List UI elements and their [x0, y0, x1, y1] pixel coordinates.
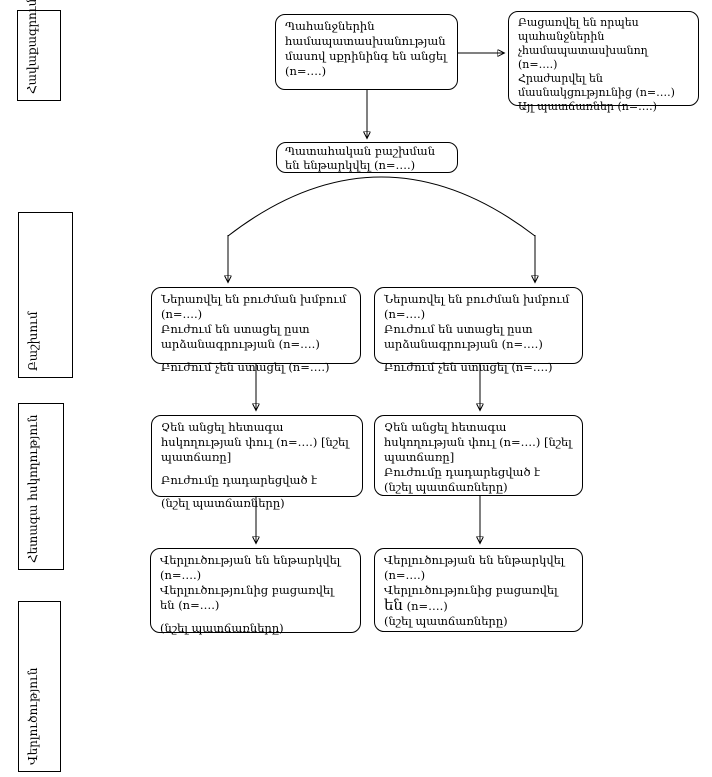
followup-left-line-1: Չեն անցել հետագա հսկողության փուլ (n=….)… [161, 420, 349, 464]
analysis-left-line-1: Վերլուծության են ենթարկվել (n=….) [160, 553, 341, 582]
analysis-right-line-1: Վերլուծության են ենթարկվել (n=….) [384, 553, 565, 582]
stage-label-followup: Հետագա հսկողություն [26, 414, 40, 563]
excluded-line-3: Այլ պատճառներ (n=….) [518, 100, 657, 113]
followup-right-line-1: Չեն անցել հետագա հսկողության փուլ (n=….)… [384, 420, 572, 464]
followup-left-line-3: (նշել պատճառները) [161, 496, 285, 510]
allocation-left-line-3: Բուժում չեն ստացել (n=….) [161, 360, 330, 374]
followup-right-line-3: (նշել պատճառները) [384, 480, 508, 494]
analysis-left-line-2: Վերլուծությունից բացառվել են (n=….) [160, 583, 334, 612]
randomized-box: Պատահական բաշխման են ենթարկվել (n=….) [276, 142, 458, 173]
allocation-right-box: Ներառվել են բուժման խմբում (n=….) Բուժու… [374, 287, 583, 374]
analysis-left-box: Վերլուծության են ենթարկվել (n=….) Վերլու… [150, 548, 361, 635]
followup-left-box: Չեն անցել հետագա հսկողության փուլ (n=….)… [151, 415, 363, 510]
analysis-right-line-2-pre: Վերլուծությունից բացառվել [384, 583, 558, 597]
excluded-box: Բացառվել են որպես պահանջներին չհամապատաս… [508, 11, 699, 113]
allocation-left-line-2: Բուժում են ստացել ըստ արձանագրության (n=… [161, 322, 320, 351]
allocation-right-line-1: Ներառվել են բուժման խմբում (n=….) [384, 292, 570, 321]
stage-box-followup: Հետագա հսկողություն [18, 403, 64, 570]
stage-box-enrollment: Հավաքագրում [17, 0, 61, 101]
randomization-split-arc [227, 176, 536, 237]
stage-box-analysis: Վերլուծություն [18, 601, 61, 772]
excluded-line-1: Բացառվել են որպես պահանջներին չհամապատաս… [518, 16, 648, 71]
allocation-right-line-2: Բուժում են ստացել ըստ արձանագրության (n=… [384, 322, 543, 351]
stage-label-enrollment: Հավաքագրում [25, 0, 39, 94]
analysis-right-line-2-post: (n=….) [402, 599, 448, 613]
stage-box-allocation: Բաշխում [18, 212, 73, 378]
excluded-line-2: Հրաժարվել են մասնակցությունից (n=….) [518, 72, 675, 99]
randomized-text: Պատահական բաշխման են ենթարկվել (n=….) [285, 144, 436, 172]
screening-box: Պահանջներին համապատասխանության մասով սքր… [275, 14, 458, 90]
followup-right-line-2: Բուժումը դադարեցված է [384, 465, 541, 479]
screening-text: Պահանջներին համապատասխանության մասով սքր… [285, 19, 447, 78]
followup-left-line-2: Բուժումը դադարեցված է [161, 473, 318, 487]
analysis-right-box: Վերլուծության են ենթարկվել (n=….) Վերլու… [374, 548, 583, 632]
analysis-left-line-3: (նշել պատճառները) [160, 621, 284, 635]
stage-label-analysis: Վերլուծություն [26, 667, 40, 766]
analysis-right-line-3: (նշել պատճառները) [384, 614, 508, 628]
analysis-right-line-2: Վերլուծությունից բացառվել են (n=….) [384, 583, 573, 614]
followup-right-box: Չեն անցել հետագա հսկողության փուլ (n=….)… [374, 415, 583, 496]
allocation-right-line-3: Բուժում չեն ստացել (n=….) [384, 360, 553, 374]
allocation-left-line-1: Ներառվել են բուժման խմբում (n=….) [161, 292, 347, 321]
analysis-right-line-2-emphasis: են [384, 596, 403, 614]
allocation-left-box: Ներառվել են բուժման խմբում (n=….) Բուժու… [151, 287, 361, 374]
stage-label-allocation: Բաշխում [26, 311, 40, 371]
